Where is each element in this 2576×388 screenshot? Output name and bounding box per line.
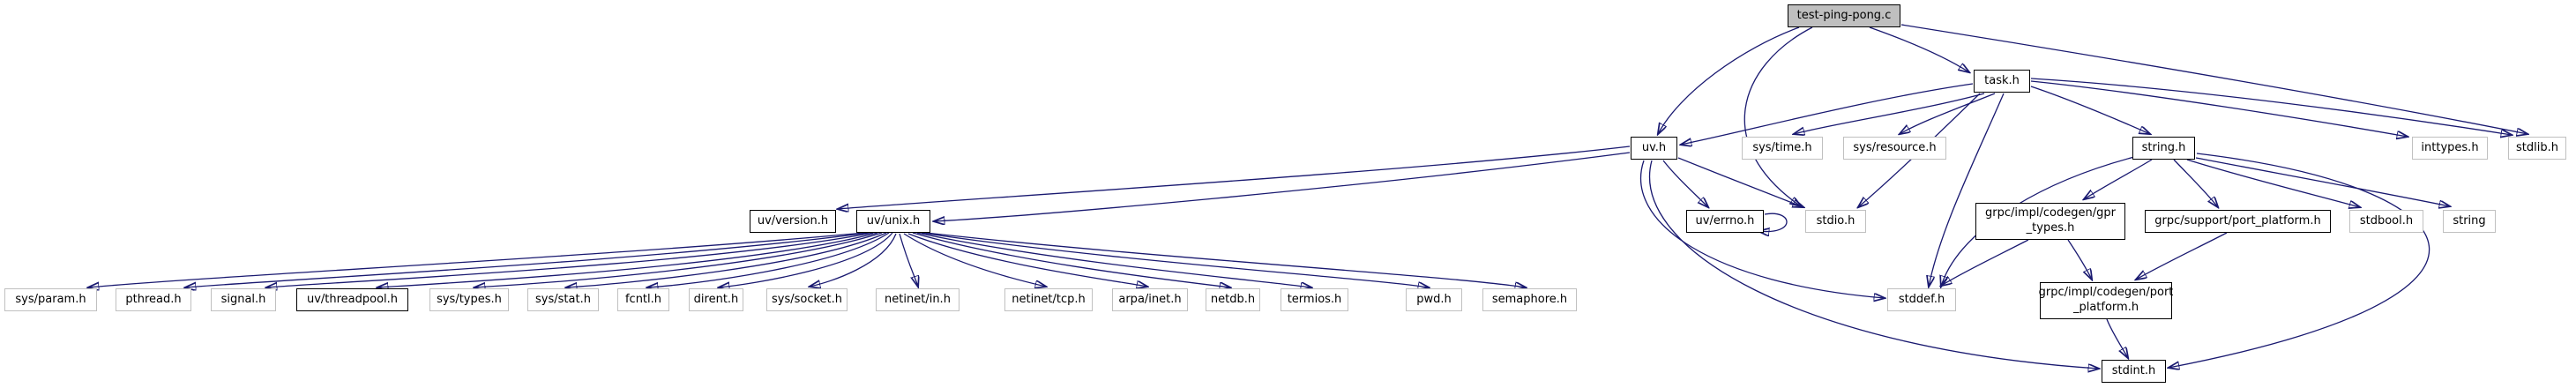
node-string: string xyxy=(2443,210,2496,233)
node-uv-errno-h[interactable]: uv/errno.h xyxy=(1686,210,1764,233)
node-stdlib-h: stdlib.h xyxy=(2508,137,2566,160)
edge-uv-unix-h-to-netinet-in-h xyxy=(899,233,918,287)
edge-task-h-to-string-h xyxy=(2030,86,2150,134)
node-inttypes-h: inttypes.h xyxy=(2412,137,2488,160)
node-task-h[interactable]: task.h xyxy=(1974,70,2030,93)
node-pthread-h: pthread.h xyxy=(116,288,191,311)
node-uv-unix-h[interactable]: uv/unix.h xyxy=(856,210,930,233)
edge-gpr-types-h-to-codegen-port-platform-h xyxy=(2067,239,2092,280)
edge-uv-unix-h-to-netinet-tcp-h xyxy=(903,233,1046,287)
edge-support-pp-to-codegen-port-platform-h xyxy=(2136,232,2228,280)
edge-string-h-to-gpr-types-h xyxy=(2084,159,2153,199)
edge-root-to-uv-h xyxy=(1658,26,1800,134)
edge-task-h-to-uv-h xyxy=(1681,83,1974,145)
edge-uv-unix-h-to-netdb-h xyxy=(912,232,1230,287)
edge-uv-unix-h-to-termios-h xyxy=(916,232,1311,287)
node-pwd-h: pwd.h xyxy=(1406,288,1462,311)
edge-uv-h-to-uv-errno-h xyxy=(1662,160,1708,207)
edge-string-h-to-stdint-h xyxy=(2169,153,2430,368)
edge-task-h-to-stdlib-h xyxy=(2030,78,2512,135)
node-netinet-tcp-h: netinet/tcp.h xyxy=(1004,288,1093,311)
edge-uv-unix-h-to-sys-types-h xyxy=(474,232,883,287)
node-sys-socket-h: sys/socket.h xyxy=(766,288,847,311)
node-semaphore-h: semaphore.h xyxy=(1482,288,1577,311)
edge-root-to-stdio-h xyxy=(1743,26,1813,206)
node-stddef-h: stddef.h xyxy=(1887,288,1956,311)
node-stdbool-h: stdbool.h xyxy=(2349,210,2423,233)
node-netdb-h: netdb.h xyxy=(1206,288,1260,311)
edge-string-h-to-stdbool-h xyxy=(2186,159,2360,207)
node-grpc-impl-codegen-gpr-types-h[interactable]: grpc/impl/codegen/gpr _types.h xyxy=(1975,203,2125,240)
edge-uv-unix-h-to-sys-stat-h xyxy=(566,232,887,287)
node-netinet-in-h: netinet/in.h xyxy=(876,288,959,311)
node-fcntl-h: fcntl.h xyxy=(617,288,669,311)
node-termios-h: termios.h xyxy=(1281,288,1348,311)
node-signal-h: signal.h xyxy=(211,288,276,311)
edge-gpr-types-h-to-stddef-h xyxy=(1941,239,2029,286)
node-sys-types-h: sys/types.h xyxy=(429,288,509,311)
node-sys-resource-h: sys/resource.h xyxy=(1843,137,1946,160)
node-uv-h[interactable]: uv.h xyxy=(1631,137,1677,160)
edge-uv-h-to-uv-unix-h xyxy=(934,152,1631,221)
node-dirent-h: dirent.h xyxy=(689,288,743,311)
edge-uv-h-to-stdint-h xyxy=(1649,160,2099,369)
edge-uv-unix-h-to-sys-socket-h xyxy=(810,233,897,287)
edge-uv-h-to-stddef-h xyxy=(1639,160,1885,298)
edge-uv-unix-h-to-signal-h xyxy=(266,232,874,287)
node-test-ping-pong-c: test-ping-pong.c xyxy=(1788,4,1900,27)
node-sys-time-h: sys/time.h xyxy=(1742,137,1823,160)
node-sys-param-h: sys/param.h xyxy=(4,288,97,311)
node-stdint-h[interactable]: stdint.h xyxy=(2102,360,2166,383)
edge-uv-unix-h-to-uv-threadpool-h xyxy=(377,232,878,287)
edge-uv-unix-h-to-pthread-h xyxy=(185,232,870,287)
node-arpa-inet-h: arpa/inet.h xyxy=(1112,288,1188,311)
edge-uv-unix-h-to-dirent-h xyxy=(719,232,893,287)
edge-task-h-to-sys-time-h xyxy=(1794,93,1985,134)
node-uv-version-h[interactable]: uv/version.h xyxy=(750,210,836,233)
edge-uv-unix-h-to-arpa-inet-h xyxy=(907,233,1147,287)
node-string-h[interactable]: string.h xyxy=(2132,137,2195,160)
edge-uv-errno-h-self-loop xyxy=(1758,213,1788,231)
node-grpc-impl-codegen-port-platform-h[interactable]: grpc/impl/codegen/port _platform.h xyxy=(2039,282,2173,319)
node-sys-stat-h: sys/stat.h xyxy=(527,288,599,311)
edge-codegen-port-platform-h-to-stdint-h xyxy=(2106,318,2128,358)
edge-uv-unix-h-to-sys-param-h xyxy=(88,232,865,287)
node-grpc-support-port-platform-h[interactable]: grpc/support/port_platform.h xyxy=(2145,210,2331,233)
edge-root-to-stdlib-h xyxy=(1900,24,2527,134)
edge-uv-unix-h-to-fcntl-h xyxy=(647,232,890,287)
edge-uv-unix-h-to-semaphore-h xyxy=(925,232,1526,287)
edge-string-h-to-string xyxy=(2195,157,2450,206)
edge-uv-unix-h-to-pwd-h xyxy=(921,232,1429,287)
edge-task-h-to-stddef-h xyxy=(1929,93,2005,287)
node-stdio-h: stdio.h xyxy=(1805,210,1866,233)
edge-uv-h-to-uv-version-h xyxy=(838,146,1631,209)
edge-task-h-to-inttypes-h xyxy=(2030,80,2408,137)
edge-root-to-task-h xyxy=(1869,26,1969,72)
node-uv-threadpool-h[interactable]: uv/threadpool.h xyxy=(296,288,408,311)
edge-task-h-to-sys-resource-h xyxy=(1900,93,1996,134)
edge-string-h-to-grpc-support-port-platform-h xyxy=(2173,159,2218,207)
edge-uv-h-to-stdio-h xyxy=(1677,157,1803,207)
